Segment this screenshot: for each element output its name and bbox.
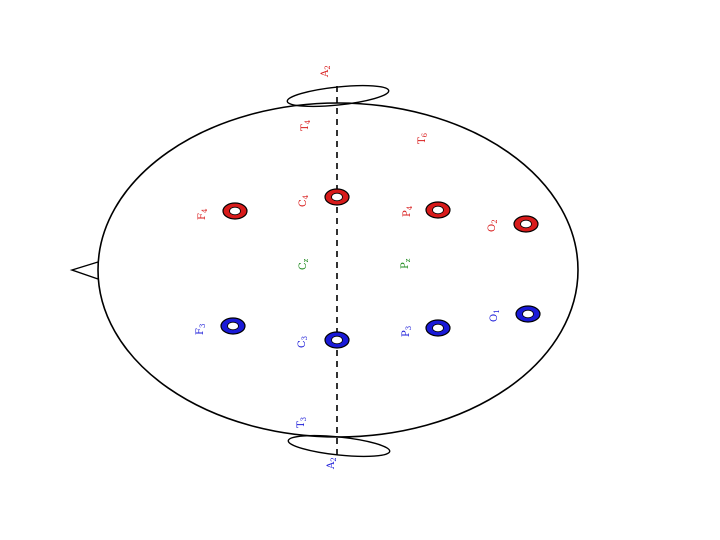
ear-right [286, 84, 390, 108]
label-p3: P3 [401, 326, 413, 337]
label-a2-top: A2 [320, 65, 332, 78]
label-t6: T6 [417, 132, 429, 144]
label-o1: O1 [489, 309, 501, 322]
label-t3: T3 [296, 417, 308, 428]
nose-marker [69, 261, 99, 280]
label-f4: F4 [197, 208, 209, 220]
electrode-p3 [425, 319, 451, 337]
ear-left [287, 434, 391, 458]
label-pz: Pz [400, 258, 412, 269]
electrode-f4 [222, 202, 248, 220]
head-outline [97, 102, 579, 438]
label-a2-bottom: A2 [326, 457, 338, 470]
label-cz: Cz [298, 258, 310, 270]
label-o2: O2 [487, 219, 499, 232]
electrode-c3 [324, 331, 350, 349]
label-p4: P4 [402, 205, 414, 217]
electrode-c4 [324, 188, 350, 206]
label-c4: C4 [298, 194, 310, 207]
label-f3: F3 [195, 324, 207, 335]
electrode-f3 [220, 317, 246, 335]
label-t4: T4 [300, 119, 312, 131]
electrode-o2 [513, 215, 539, 233]
label-c3: C3 [297, 336, 309, 348]
electrode-p4 [425, 201, 451, 219]
electrode-o1 [515, 305, 541, 323]
